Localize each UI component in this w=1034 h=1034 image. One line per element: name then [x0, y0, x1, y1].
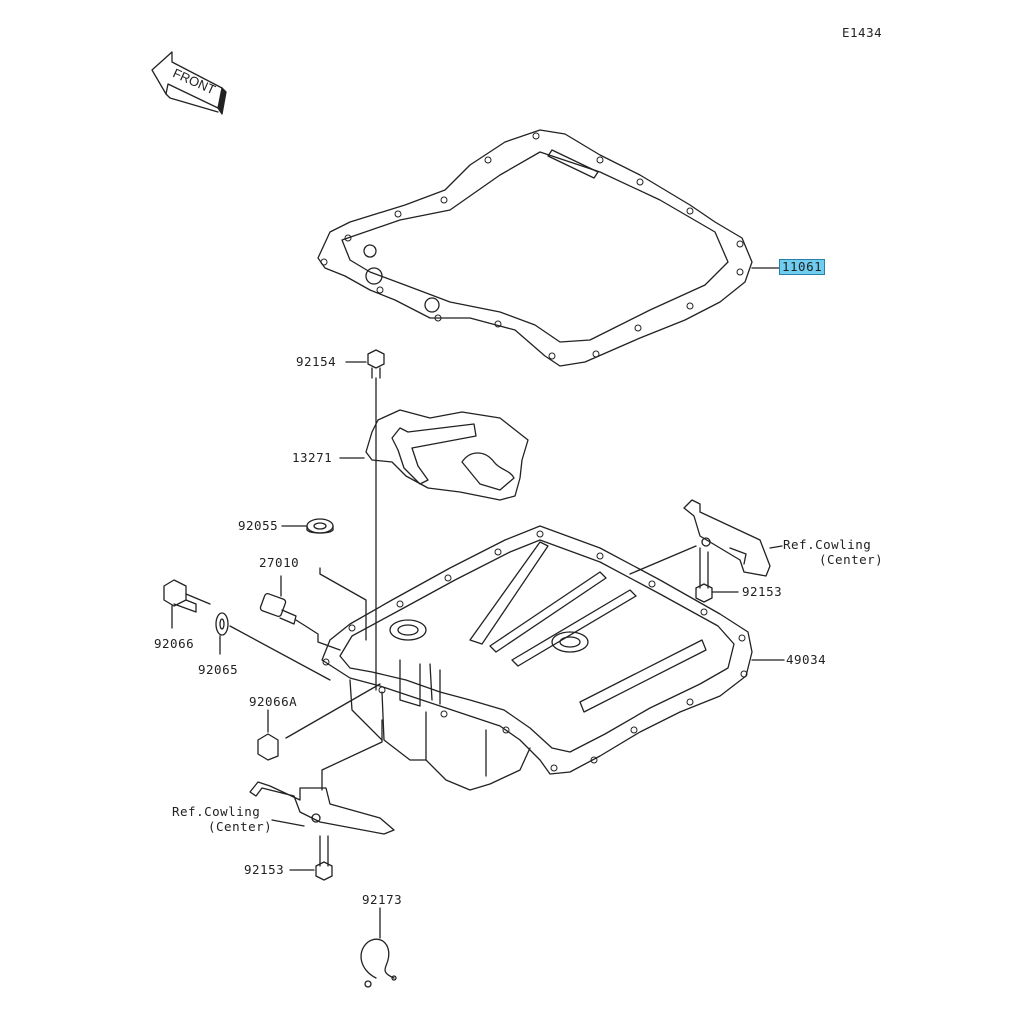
part-number-92173[interactable]: 92173: [362, 892, 403, 907]
clamp-92173: [360, 907, 397, 988]
part-number-92154[interactable]: 92154: [296, 354, 337, 369]
oil-pan-gasket: [317, 129, 781, 367]
bolt-92153-right: [695, 547, 739, 603]
part-number-13271[interactable]: 13271: [292, 450, 333, 465]
front-arrow-icon: FRONT: [151, 51, 227, 115]
part-number-11061[interactable]: 11061: [778, 259, 826, 275]
oil-pressure-switch: [259, 575, 341, 651]
diagram-id: E1434: [842, 25, 883, 40]
bolt-92153-left: [289, 835, 333, 881]
part-number-92055[interactable]: 92055: [238, 518, 279, 533]
ref-cowling-left-line2: (Center): [208, 819, 273, 834]
part-number-92066a[interactable]: 92066A: [249, 694, 298, 709]
gasket-washer-92065: [215, 612, 331, 681]
right-cowling-bracket: [683, 499, 783, 577]
part-number-92153-left[interactable]: 92153: [244, 862, 285, 877]
bolt-92154: [345, 349, 385, 691]
left-cowling-bracket: [249, 719, 395, 835]
oil-pan: [321, 525, 785, 791]
plug-92066a: [257, 683, 381, 761]
part-number-92066[interactable]: 92066: [154, 636, 195, 651]
part-number-27010[interactable]: 27010: [259, 555, 300, 570]
ref-cowling-right-line1: Ref.Cowling: [783, 537, 872, 552]
drain-bolt-92066: [163, 579, 211, 629]
ref-cowling-left-line1: Ref.Cowling: [172, 804, 261, 819]
baffle-plate: [339, 409, 529, 501]
ref-cowling-right-line2: (Center): [819, 552, 884, 567]
part-number-92153-right[interactable]: 92153: [742, 584, 783, 599]
washer-92055: [281, 518, 367, 641]
part-number-49034[interactable]: 49034: [786, 652, 827, 667]
part-number-92065[interactable]: 92065: [198, 662, 239, 677]
